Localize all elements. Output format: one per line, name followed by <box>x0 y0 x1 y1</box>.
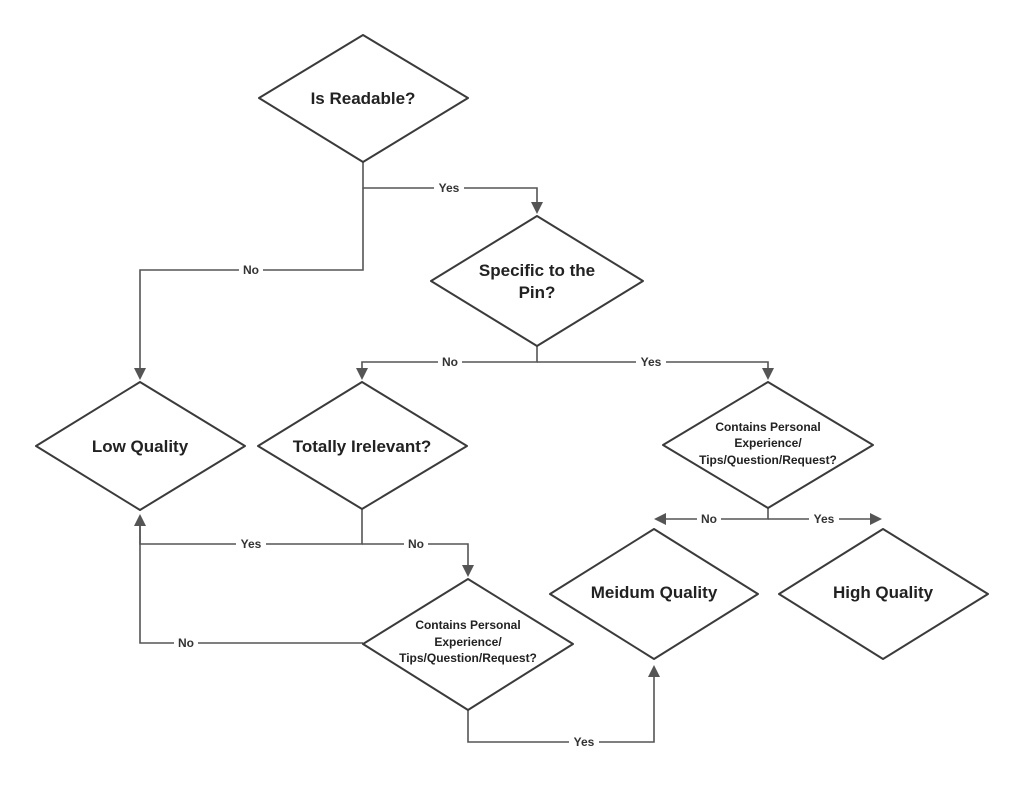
svg-text:Yes: Yes <box>574 735 595 749</box>
decision-label-line-1: Contains Personal <box>415 618 520 632</box>
nodes: Is Readable? Specific to the Pin? Low Qu… <box>35 34 989 711</box>
outcome-low-quality: Low Quality <box>35 381 246 511</box>
svg-text:Yes: Yes <box>814 512 835 526</box>
edge-label-readable-yes: Yes <box>434 181 464 195</box>
arrowhead-icon <box>762 368 774 380</box>
outcome-medium-quality: Meidum Quality <box>549 528 759 660</box>
decision-label-line-3: Tips/Question/Request? <box>699 453 837 467</box>
edge-label-specific-no: No <box>438 355 462 369</box>
edge-label-specific-yes: Yes <box>636 355 666 369</box>
svg-text:No: No <box>178 636 194 650</box>
svg-text:Yes: Yes <box>641 355 662 369</box>
decision-personal-experience-right: Contains Personal Experience/ Tips/Quest… <box>662 381 874 509</box>
decision-label-line-2: Experience/ <box>434 635 502 649</box>
edge-personal-bottom-no <box>139 525 363 644</box>
edge-specific-yes <box>537 361 769 369</box>
decision-label: Is Readable? <box>311 89 416 108</box>
edge-label-irrelevant-yes: Yes <box>236 537 266 551</box>
edge-label-personal-right-yes: Yes <box>809 512 839 526</box>
arrowhead-icon <box>531 202 543 214</box>
edge-readable-no <box>139 188 364 369</box>
svg-text:No: No <box>408 537 424 551</box>
decision-totally-irrelevant: Totally Irelevant? <box>257 381 468 510</box>
svg-text:No: No <box>243 263 259 277</box>
edge-personal-bottom-yes <box>467 676 655 743</box>
decision-label-line-1: Specific to the <box>479 261 595 280</box>
decision-label: Totally Irelevant? <box>293 437 432 456</box>
arrowhead-icon <box>356 368 368 380</box>
arrowhead-icon <box>462 565 474 577</box>
arrowhead-icon <box>648 665 660 677</box>
arrowhead-icon <box>870 513 882 525</box>
decision-is-readable: Is Readable? <box>258 34 469 163</box>
arrowhead-icon <box>134 368 146 380</box>
svg-text:No: No <box>442 355 458 369</box>
decision-label-line-1: Contains Personal <box>715 420 820 434</box>
edge-label-readable-no: No <box>239 263 263 277</box>
decision-personal-experience-bottom: Contains Personal Experience/ Tips/Quest… <box>362 578 574 711</box>
svg-text:Yes: Yes <box>439 181 460 195</box>
outcome-high-quality: High Quality <box>778 528 989 660</box>
connectors <box>134 162 882 743</box>
svg-text:Yes: Yes <box>241 537 262 551</box>
outcome-label: High Quality <box>833 583 934 602</box>
decision-label-line-2: Pin? <box>519 283 556 302</box>
decision-label-line-2: Experience/ <box>734 436 802 450</box>
arrowhead-icon <box>654 513 666 525</box>
edge-label-personal-bottom-yes: Yes <box>569 735 599 749</box>
decision-specific-to-pin: Specific to the Pin? <box>430 215 644 347</box>
arrowhead-icon <box>134 514 146 526</box>
edge-irrelevant-no <box>362 543 469 566</box>
outcome-label: Low Quality <box>92 437 189 456</box>
edge-labels: Yes No No Yes Yes No No Yes <box>174 181 839 749</box>
decision-label-line-3: Tips/Question/Request? <box>399 651 537 665</box>
edge-label-personal-right-no: No <box>697 512 721 526</box>
edge-label-irrelevant-no: No <box>404 537 428 551</box>
outcome-label: Meidum Quality <box>591 583 718 602</box>
edge-label-personal-bottom-no: No <box>174 636 198 650</box>
svg-text:No: No <box>701 512 717 526</box>
